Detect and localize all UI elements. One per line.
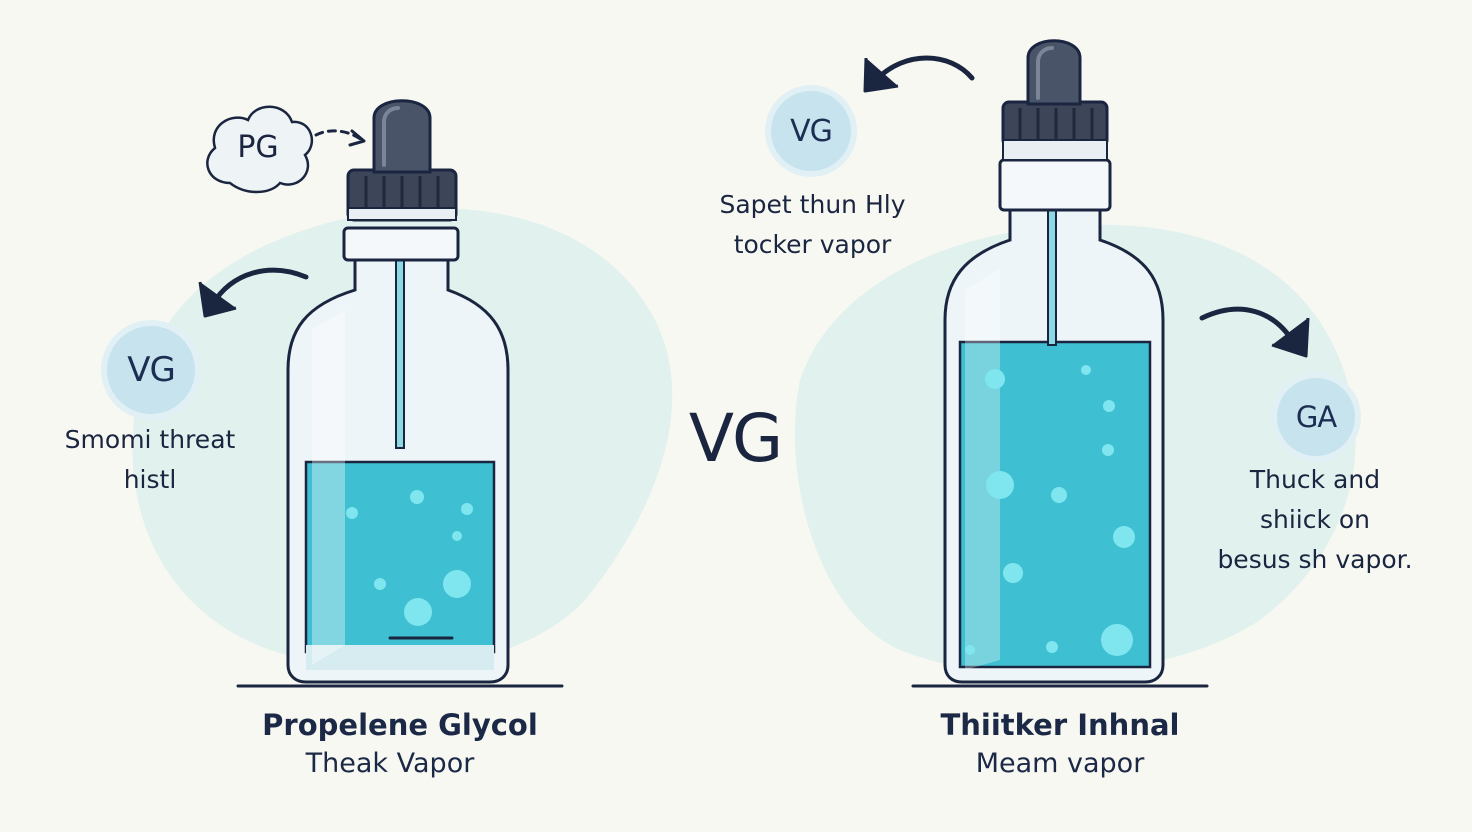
pg-cloud-shape: [206, 105, 314, 194]
left-glare: [312, 310, 345, 665]
left-note: Smomi threat histl: [55, 420, 245, 500]
right-bubble: [1103, 400, 1115, 412]
right-bubble: [1051, 487, 1067, 503]
right-subtitle: Meam vapor: [975, 748, 1145, 779]
left-title: Propelene Glycol: [262, 708, 538, 742]
right-cap-band: [1002, 139, 1108, 161]
top-curved-arrowhead: [863, 57, 899, 93]
left-bulb-highlight: [382, 106, 400, 167]
right-side-note: Thuck and shiick on besus sh vapor.: [1215, 460, 1415, 580]
left-curved-arrow: [209, 267, 309, 308]
left-liquid-bottom: [306, 645, 494, 670]
right-bubble: [1102, 444, 1114, 456]
left-vg-badge: VG: [101, 320, 201, 420]
right-top-note-line: Sapet thun Hly: [719, 190, 906, 219]
right-bottle-liquid: [958, 340, 1152, 669]
right-bubble: [986, 471, 1014, 499]
right-bubble: [1113, 526, 1135, 548]
right-bubble: [1003, 563, 1023, 583]
pg-dashed-arrowhead: [348, 129, 366, 147]
left-subtitle: Theak Vapor: [305, 748, 475, 779]
right-top-vg-badge: VG: [765, 85, 857, 177]
right-curved-arrowhead: [1271, 317, 1310, 358]
right-bubble: [985, 369, 1005, 389]
right-side-note-line: shiick on: [1259, 505, 1371, 534]
left-note-line: Smomi threat: [64, 425, 236, 454]
right-bubble: [965, 645, 975, 655]
left-curved-arrowhead: [198, 281, 237, 318]
right-side-note-line: Thuck and: [1249, 465, 1381, 494]
right-bubble: [1046, 641, 1058, 653]
right-ga-badge: GA: [1271, 372, 1361, 462]
left-dropper-bulb: [372, 99, 432, 174]
right-title: Thiitker Inhnal: [940, 708, 1180, 742]
left-bubble: [443, 570, 471, 598]
pg-cloud-label: PG: [237, 130, 279, 165]
left-cap-band: [347, 207, 457, 221]
right-bubble: [1081, 365, 1091, 375]
right-side-note-line: besus sh vapor.: [1217, 545, 1413, 574]
center-vg-label: VG: [688, 400, 783, 477]
left-bubble: [404, 598, 432, 626]
right-bulb-highlight: [1036, 46, 1054, 100]
right-bubble: [1101, 624, 1133, 656]
left-bubble: [452, 531, 462, 541]
left-bubble: [410, 490, 424, 504]
left-bubble: [461, 503, 473, 515]
right-glare: [965, 268, 1000, 670]
left-neck-collar: [342, 226, 460, 262]
left-note-line: histl: [123, 465, 177, 494]
top-curved-arrow: [873, 55, 975, 83]
right-top-note: Sapet thun Hly tocker vapor: [705, 185, 920, 265]
left-bubble: [374, 578, 386, 590]
right-top-note-line: tocker vapor: [733, 230, 892, 259]
left-bubble: [346, 507, 358, 519]
